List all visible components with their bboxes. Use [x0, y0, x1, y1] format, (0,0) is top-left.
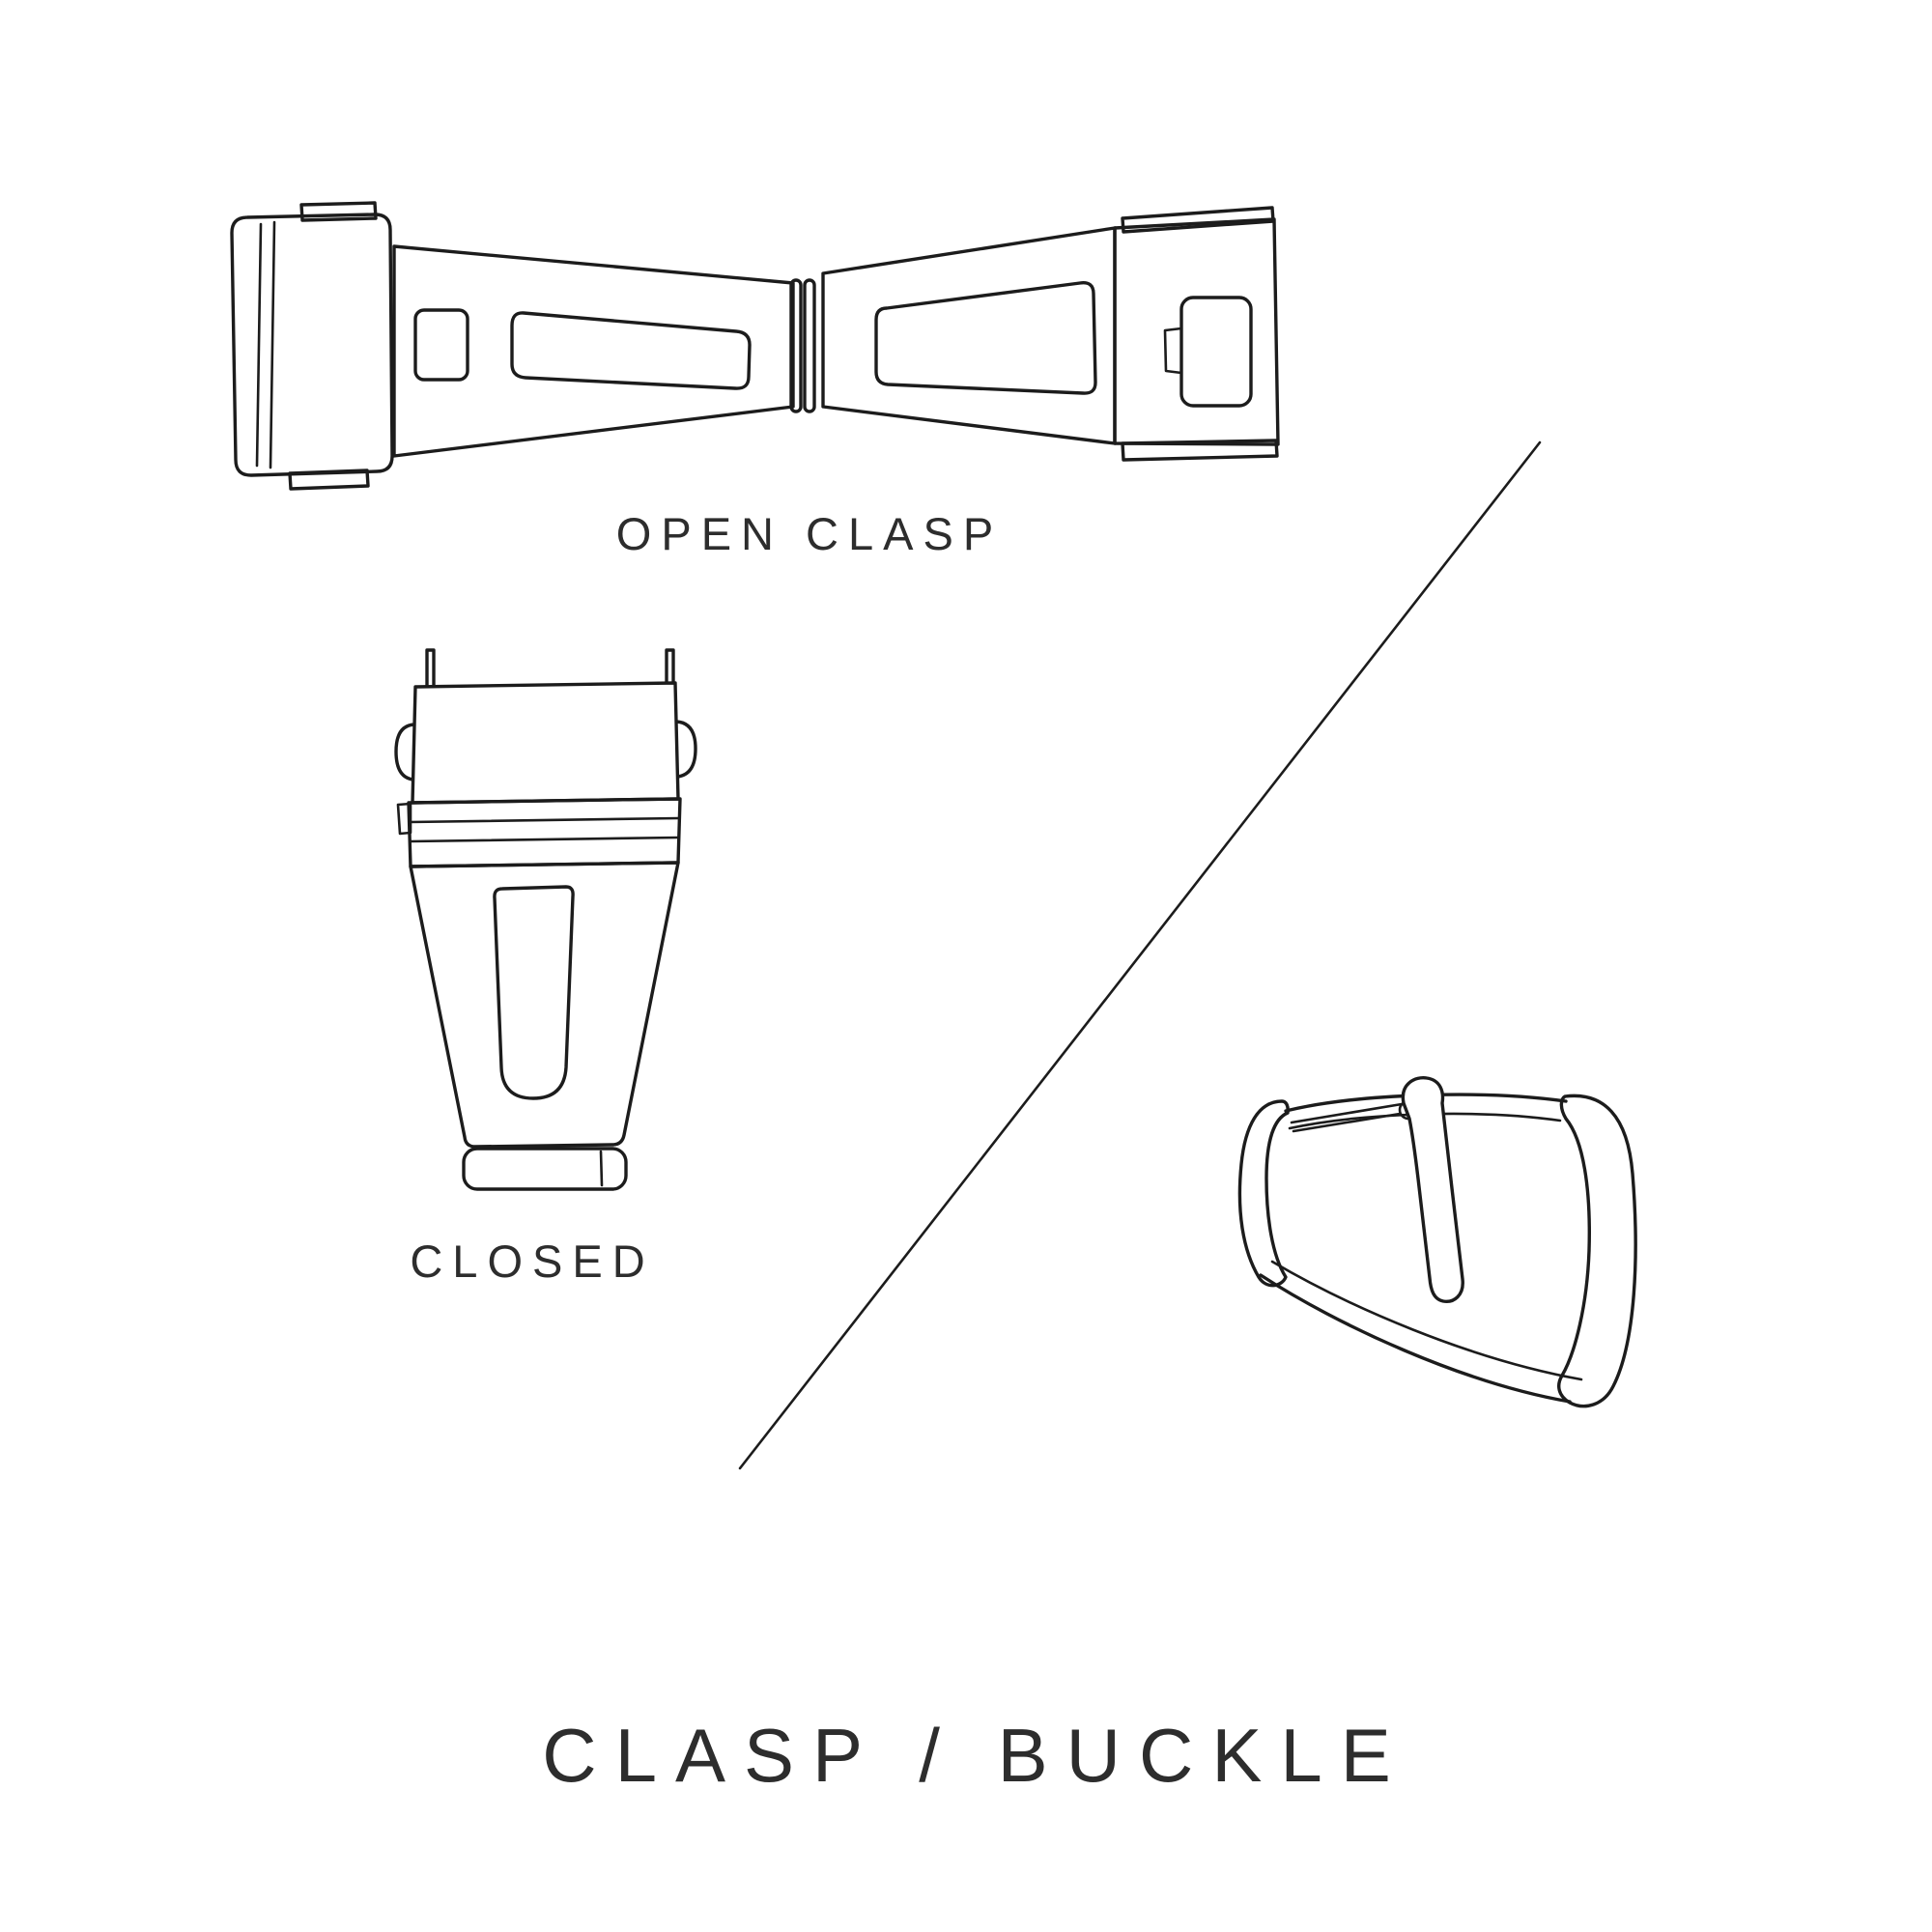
- open-clasp-catch-end: [1113, 206, 1280, 462]
- closed-clasp-body: [409, 861, 680, 1149]
- buckle-right-end: [1557, 1094, 1637, 1408]
- closed-clasp-illustration: [394, 648, 697, 1191]
- buckle-left-end: [1237, 1099, 1290, 1288]
- open-clasp-illustration: [230, 201, 1280, 491]
- open-clasp-hinge: [789, 278, 816, 413]
- open-clasp-end-link: [230, 201, 394, 491]
- open-clasp-label: OPEN CLASP: [615, 508, 1004, 559]
- closed-clasp-label: CLOSED: [410, 1236, 655, 1287]
- buckle-prong: [1401, 1076, 1464, 1303]
- closed-clasp-right-ear: [674, 720, 697, 779]
- closed-clasp-left-ear: [394, 723, 416, 781]
- open-clasp-left-blade: [392, 244, 795, 458]
- tang-buckle-illustration: [1237, 1076, 1637, 1408]
- page-title: CLASP / BUCKLE: [542, 1713, 1409, 1798]
- closed-clasp-foot: [462, 1147, 628, 1191]
- buckle-bottom-bar: [1259, 1260, 1583, 1404]
